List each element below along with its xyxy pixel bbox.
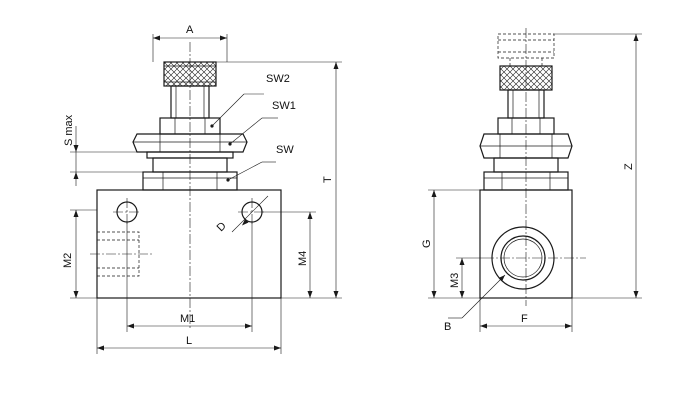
dim-Z-label: Z bbox=[623, 163, 635, 170]
label-SW2: SW2 bbox=[266, 73, 290, 85]
label-SW: SW bbox=[276, 144, 294, 156]
side-view bbox=[479, 28, 586, 306]
front-view bbox=[90, 42, 282, 330]
front-view-dimensions: A T S max M2 M4 D bbox=[62, 24, 342, 354]
mounting-hole-left bbox=[113, 198, 141, 226]
dim-G-label: G bbox=[421, 239, 433, 248]
dim-T-label: T bbox=[322, 176, 334, 183]
dim-M2-label: M2 bbox=[62, 253, 74, 268]
side-view-dimensions: Z G M3 F B bbox=[421, 33, 642, 333]
dim-M4-label: M4 bbox=[297, 251, 309, 266]
dim-L-label: L bbox=[186, 335, 192, 347]
dim-D-label: D bbox=[215, 220, 229, 234]
label-SW1: SW1 bbox=[272, 100, 296, 112]
dim-B-label: B bbox=[444, 321, 451, 333]
dim-M1-label: M1 bbox=[180, 313, 195, 325]
dim-A-label: A bbox=[186, 24, 194, 36]
dim-S-max-label: S max bbox=[63, 114, 75, 146]
dim-F-label: F bbox=[521, 313, 528, 325]
dim-M3-label: M3 bbox=[449, 273, 461, 288]
side-port-hidden bbox=[90, 231, 152, 277]
valve-body bbox=[96, 189, 282, 299]
side-port bbox=[484, 226, 586, 290]
